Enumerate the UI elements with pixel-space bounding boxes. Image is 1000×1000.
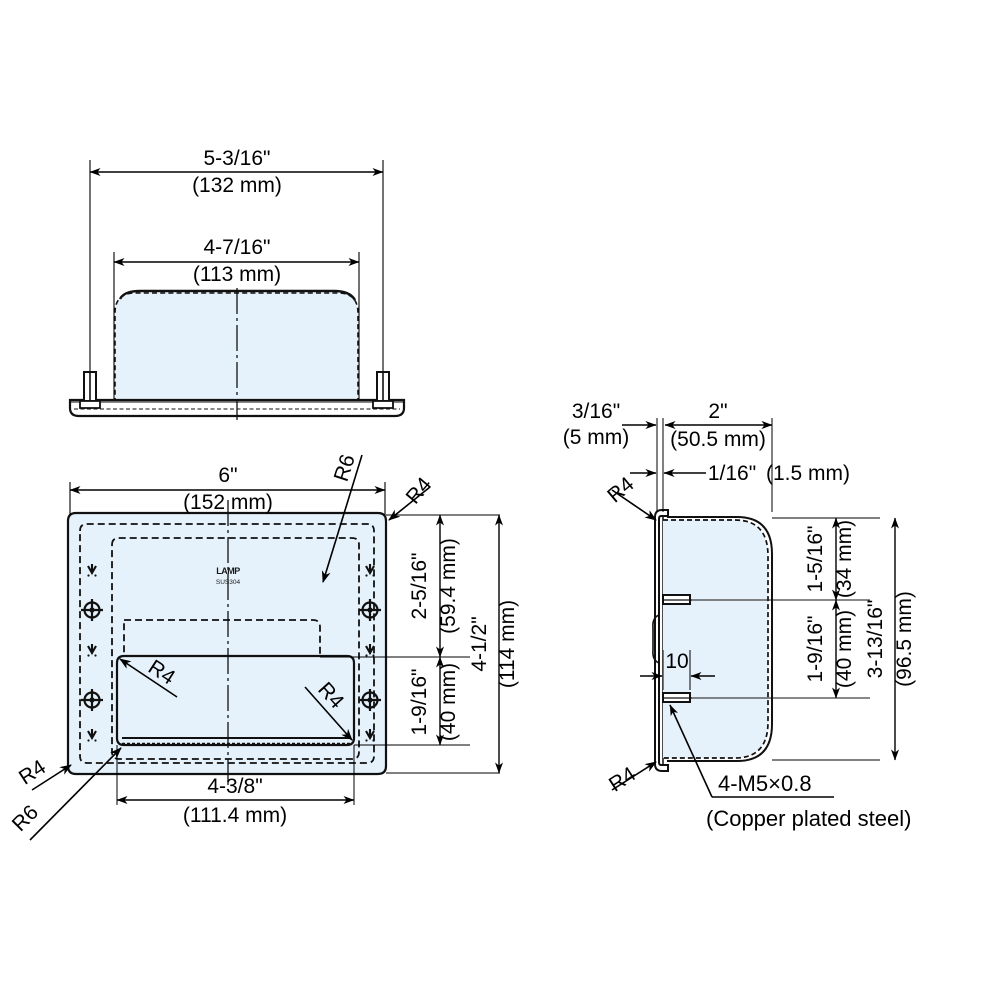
brand-material-text: SUS304 (216, 579, 241, 586)
r4-bottom-left-leader (31, 764, 72, 791)
r6-bottom-left-leader (29, 747, 122, 841)
top-overall-inch-label: 5-3/16" (204, 147, 271, 170)
r4-side-bottom-label: R4 (605, 762, 640, 796)
r4-recess-left-leader (119, 658, 178, 698)
top-mount-pin-left (79, 371, 101, 409)
side-faceplate-profile (654, 509, 669, 772)
side-flange-inch-label: 3/16" (572, 400, 620, 423)
top-inner-inch-label: 4-7/16" (204, 236, 271, 259)
side-stud-offset-label: 10 (665, 650, 688, 673)
r4-recess-right-leader (304, 686, 353, 741)
side-overall-inch-label: 3-13/16" (864, 600, 887, 679)
side-stud-upper (662, 594, 692, 605)
side-view-group: 3/16" (5 mm) 2" (50.5 mm) 1/16" (1.5 mm)… (563, 400, 916, 831)
screw-mark (81, 689, 103, 711)
thread-callout-leader (669, 704, 713, 798)
front-height-inch-label: 4-1/2" (468, 616, 491, 671)
side-depth-mm-label: (50.5 mm) (670, 428, 766, 451)
brand-logo-text: LAMP (216, 566, 240, 576)
front-lower-mm-label: (40 mm) (437, 663, 460, 741)
front-fastener-marks-left (81, 564, 103, 742)
side-lower-mm-label: (40 mm) (833, 610, 856, 688)
front-width-mm-label: (152 mm) (183, 491, 273, 514)
thread-material-label: (Copper plated steel) (706, 806, 911, 831)
front-height-mm-label: (114 mm) (496, 600, 519, 688)
top-view-group: 5-3/16" (132 mm) 4-7/16" (113 mm) (68, 147, 406, 420)
side-depth-inch-label: 2" (708, 400, 727, 423)
side-lower-inch-label: 1-9/16" (804, 616, 827, 683)
r6-bottom-left-label: R6 (8, 801, 43, 836)
r6-top-label: R6 (330, 452, 360, 485)
rivet-mark (365, 644, 375, 657)
side-stud-lower (662, 692, 692, 703)
r4-side-top-leader (611, 489, 657, 521)
thread-spec-label: 4-M5×0.8 (718, 771, 812, 796)
r4-bottom-left-label: R4 (15, 755, 50, 789)
side-thickness-inch-label: 1/16" (708, 462, 756, 485)
r6-top-leader (321, 454, 363, 583)
front-fastener-marks-right (359, 564, 381, 742)
rivet-mark (87, 564, 97, 577)
side-thickness-mm-label: (1.5 mm) (766, 462, 850, 485)
front-lower-inch-label: 1-9/16" (408, 669, 431, 736)
side-upper-mm-label: (34 mm) (833, 520, 856, 598)
screw-mark (81, 599, 103, 621)
front-view-group: LAMP SUS304 6" (152 mm) R6 R4 R4 R4 R4 (8, 452, 519, 841)
rivet-mark (365, 729, 375, 742)
side-upper-inch-label: 1-5/16" (804, 526, 827, 593)
front-upper-inch-label: 2-5/16" (408, 553, 431, 620)
front-recess-pocket (115, 654, 356, 747)
r4-side-bottom-leader (611, 761, 657, 791)
side-body-hidden-outline (663, 519, 769, 759)
rivet-mark (87, 644, 97, 657)
side-internal-bracket (652, 614, 660, 664)
side-flange-mm-label: (5 mm) (563, 426, 630, 449)
r4-top-right-label: R4 (402, 473, 437, 509)
front-upper-mm-label: (59.4 mm) (437, 538, 460, 634)
screw-mark (359, 689, 381, 711)
rivet-mark (87, 729, 97, 742)
front-recess-width-inch-label: 4-3/8" (207, 775, 262, 798)
side-overall-mm-label: (96.5 mm) (893, 591, 916, 687)
top-overall-mm-label: (132 mm) (192, 174, 282, 197)
rivet-mark (365, 564, 375, 577)
brand-logo: LAMP SUS304 (216, 566, 241, 586)
side-body-outline (667, 516, 773, 762)
top-mount-pin-right (372, 371, 394, 409)
front-recess-width-mm-label: (111.4 mm) (183, 804, 287, 827)
top-inner-mm-label: (113 mm) (193, 263, 281, 286)
screw-mark (359, 599, 381, 621)
r4-side-top-label: R4 (603, 472, 639, 507)
front-width-inch-label: 6" (218, 464, 237, 487)
